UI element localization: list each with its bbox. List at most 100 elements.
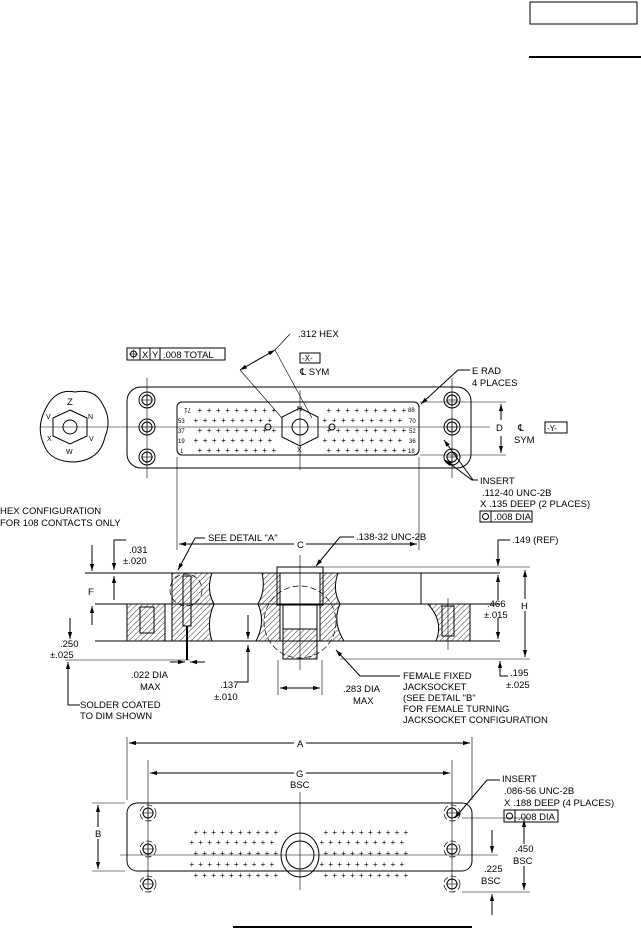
contact-position: + [368, 828, 373, 837]
insert-label: INSERT [480, 476, 515, 487]
solder-note: TO DIM SHOWN [80, 711, 152, 722]
contact-position: + [194, 436, 199, 445]
contact-position: + [216, 406, 221, 415]
contact-position: + [261, 838, 266, 847]
contact-position: + [216, 838, 221, 847]
center-letter: N [297, 406, 302, 413]
contact-position: + [404, 871, 409, 880]
contact-position: + [272, 426, 277, 435]
dim-149: .149 (REF) [512, 535, 558, 546]
contact-position: + [368, 849, 373, 858]
contact-position: + [234, 838, 239, 847]
contact-position: + [202, 849, 207, 858]
contact-position: + [268, 436, 273, 445]
contact-position: + [332, 436, 337, 445]
contact-position: + [229, 871, 234, 880]
contact-position: + [198, 446, 203, 455]
dim-195-tol: ±.025 [506, 680, 530, 691]
dim-466: .466 [487, 599, 506, 610]
contact-position: + [238, 828, 243, 837]
contact-position: + [327, 406, 332, 415]
mounting-hole [443, 391, 461, 409]
contact-position: + [383, 426, 388, 435]
contact-position: + [337, 860, 342, 869]
mounting-hole [443, 840, 461, 858]
contact-number: 71 [184, 406, 191, 412]
insert-outline [176, 401, 420, 456]
contact-position: + [198, 426, 203, 435]
contact-position: + [253, 426, 258, 435]
contact-position: + [235, 406, 240, 415]
position-icon [506, 812, 513, 820]
contact-position: + [404, 828, 409, 837]
contact-position: + [377, 849, 382, 858]
contact-position: + [261, 860, 266, 869]
hex-letter: X [47, 436, 52, 443]
contact-position: + [244, 446, 249, 455]
contact-number: 53 [178, 419, 185, 425]
contact-position: + [364, 860, 369, 869]
contact-position: + [379, 416, 384, 425]
contact-position: + [341, 436, 346, 445]
mounting-hole [139, 804, 157, 822]
contact-position: + [252, 860, 257, 869]
contact-position: + [207, 426, 212, 435]
dim-022-max: MAX [140, 682, 161, 693]
dim-031: .031 [129, 545, 148, 556]
contact-position: + [262, 446, 267, 455]
dim-283: .283 DIA [343, 684, 381, 695]
contact-position: + [323, 436, 328, 445]
contact-number: 88 [408, 408, 415, 414]
dim-g-bsc: BSC [290, 780, 310, 791]
contact-position: + [327, 426, 332, 435]
mounting-hole [138, 391, 156, 409]
hex-config-note: FOR 108 CONTACTS ONLY [0, 518, 121, 529]
contact-position: + [332, 416, 337, 425]
contact-position: + [373, 860, 378, 869]
contact-position: + [262, 426, 267, 435]
contact-position: + [324, 871, 329, 880]
contact-position: + [244, 426, 249, 435]
contact-number: 19 [178, 439, 185, 445]
contact-position: + [336, 426, 341, 435]
contact-position: + [231, 436, 236, 445]
dim-283-max: MAX [353, 696, 374, 707]
contact-position: + [350, 828, 355, 837]
dim-g: G [296, 769, 303, 780]
thread-138: .138-32 UNC-2B [356, 532, 426, 543]
hex-config-note: HEX CONFIGURATION [0, 506, 101, 517]
contact-position: + [243, 860, 248, 869]
contact-position: + [225, 426, 230, 435]
contact-position: + [377, 871, 382, 880]
mounting-hole [139, 840, 157, 858]
hex-letter: W [66, 449, 73, 456]
contact-position: + [207, 406, 212, 415]
contact-position: + [346, 860, 351, 869]
contact-position: + [368, 871, 373, 880]
female-jacksocket-note: FOR FEMALE TURNING [403, 704, 509, 715]
contact-position: + [341, 416, 346, 425]
contact-position: + [258, 416, 263, 425]
contact-position: + [369, 436, 374, 445]
e-rad-label: E RAD [472, 366, 501, 377]
contact-position: + [388, 436, 393, 445]
contact-position: + [207, 838, 212, 847]
contact-position: + [274, 871, 279, 880]
contact-number: 70 [409, 419, 416, 425]
contact-position: + [355, 446, 360, 455]
contact-position: + [328, 860, 333, 869]
contact-position: + [395, 828, 400, 837]
contact-position: + [247, 849, 252, 858]
insert-tolerance: .008 DIA [494, 512, 532, 523]
contact-position: + [377, 828, 382, 837]
dim-031-tol: ±.020 [123, 556, 147, 567]
contact-grid: ++++++++++++++++++++++++++++++++++++++++… [194, 406, 407, 455]
insert-depth: X .135 DEEP (2 PLACES) [480, 499, 590, 510]
female-jacksocket-note: (SEE DETAIL "B" [403, 693, 476, 704]
contact-number: 1 [180, 449, 184, 455]
section-detail-a [171, 572, 215, 642]
contact-position: + [252, 838, 257, 847]
contact-position: + [216, 446, 221, 455]
contact-position: + [345, 406, 350, 415]
contact-position: + [253, 406, 258, 415]
